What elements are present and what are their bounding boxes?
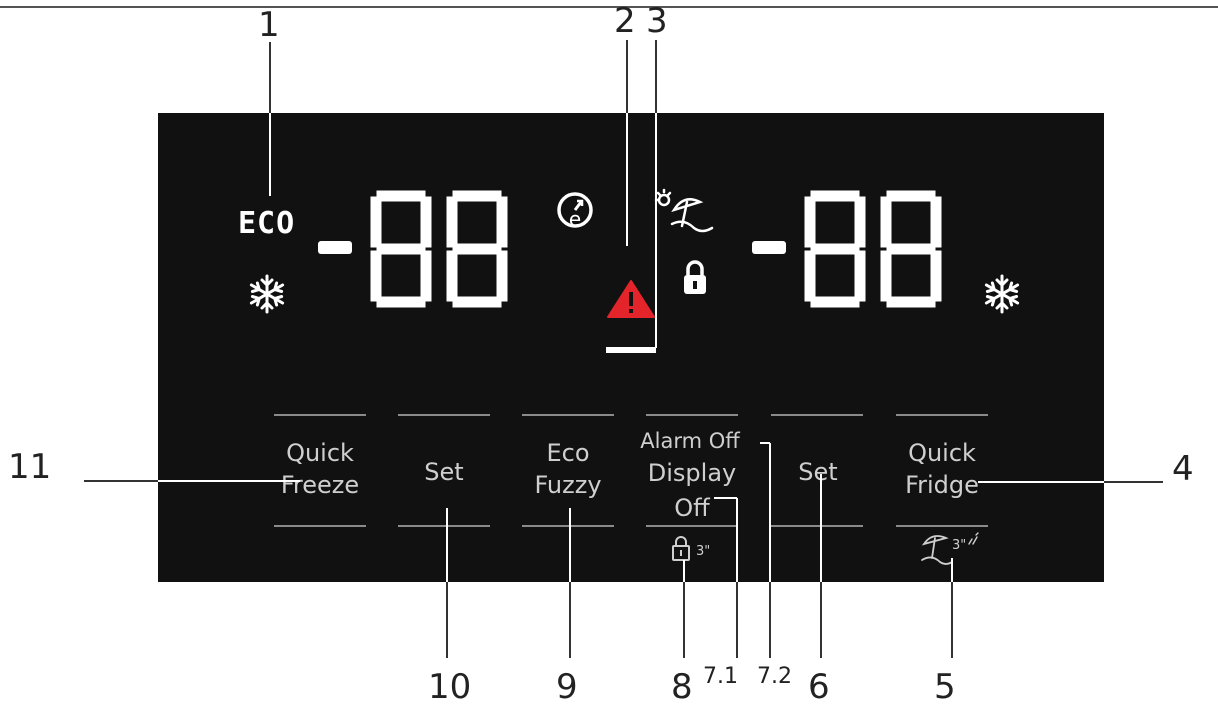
set-right-button[interactable]: Set xyxy=(766,456,870,488)
eco-fuzzy-label-line-2: Fuzzy xyxy=(534,471,602,499)
callout-3: 3 xyxy=(646,1,668,41)
callout-9: 9 xyxy=(556,667,578,707)
callout-6: 6 xyxy=(808,667,830,707)
button-divider-top xyxy=(896,414,988,416)
alarm-off-button[interactable]: Alarm Off xyxy=(620,428,760,454)
right-display-digit-2 xyxy=(880,190,942,308)
button-divider-top xyxy=(522,414,614,416)
callout-10: 10 xyxy=(428,667,472,707)
quick-freeze-label-line-2: Freeze xyxy=(280,471,360,499)
button-divider-bottom xyxy=(398,525,490,527)
eco-fuzzy-button[interactable]: Eco Fuzzy xyxy=(516,437,620,501)
display-off-label-line-1: Display xyxy=(647,459,737,487)
lock-icon xyxy=(672,536,690,561)
eco-clock-icon: e xyxy=(557,192,593,231)
holiday-umbrella-icon xyxy=(921,535,953,565)
snowflake-icon xyxy=(249,274,285,314)
set-left-label: Set xyxy=(424,458,464,486)
control-panel xyxy=(158,113,1104,582)
left-display-digit-1 xyxy=(370,190,432,308)
callout-7-2: 7.2 xyxy=(757,664,792,689)
callout-2: 2 xyxy=(614,1,636,41)
set-left-button[interactable]: Set xyxy=(392,456,496,488)
button-divider-top xyxy=(646,414,738,416)
callout-7-1: 7.1 xyxy=(703,664,738,689)
button-divider-top xyxy=(771,414,863,416)
button-divider-bottom xyxy=(771,525,863,527)
callout-5: 5 xyxy=(934,667,956,707)
button-divider-bottom xyxy=(896,525,988,527)
display-off-label-line-2: Off xyxy=(674,494,710,522)
quick-freeze-button[interactable]: Quick Freeze xyxy=(268,437,372,501)
quick-fridge-label-line-2: Fridge xyxy=(905,471,979,499)
right-display-digit-1 xyxy=(804,190,866,308)
lock-icon xyxy=(684,260,706,294)
eco-indicator: ECO xyxy=(238,206,296,241)
set-right-label: Set xyxy=(798,458,838,486)
quick-freeze-label-line-1: Quick xyxy=(286,439,354,467)
holiday-hold-duration: 3" xyxy=(952,538,967,553)
sparkle-icon xyxy=(968,532,979,545)
callout-11: 11 xyxy=(8,447,52,487)
quick-fridge-label-line-1: Quick xyxy=(908,439,976,467)
display-off-button[interactable]: Display Off xyxy=(632,456,752,526)
right-display-minus xyxy=(752,241,786,254)
callout-1: 1 xyxy=(258,5,280,45)
eco-fuzzy-label-line-1: Eco xyxy=(546,439,590,467)
button-divider-top xyxy=(398,414,490,416)
holiday-hold-hint: 3" xyxy=(920,530,982,570)
button-divider-top xyxy=(274,414,366,416)
svg-text:e: e xyxy=(569,207,581,231)
button-divider-bottom xyxy=(274,525,366,527)
button-divider-bottom xyxy=(646,525,738,527)
quick-fridge-button[interactable]: Quick Fridge xyxy=(890,437,994,501)
top-rule xyxy=(0,6,1218,8)
left-display-minus xyxy=(318,241,352,254)
alarm-triangle-icon xyxy=(607,280,655,318)
lock-hold-duration: 3" xyxy=(696,544,711,559)
snowflake-icon xyxy=(984,274,1020,314)
left-display-digit-2 xyxy=(446,190,508,308)
alarm-off-label: Alarm Off xyxy=(640,429,740,453)
button-divider-bottom xyxy=(522,525,614,527)
callout-8: 8 xyxy=(671,667,693,707)
holiday-umbrella-icon xyxy=(654,188,714,233)
lock-hold-hint: 3" xyxy=(668,532,728,568)
callout-4: 4 xyxy=(1172,449,1194,489)
